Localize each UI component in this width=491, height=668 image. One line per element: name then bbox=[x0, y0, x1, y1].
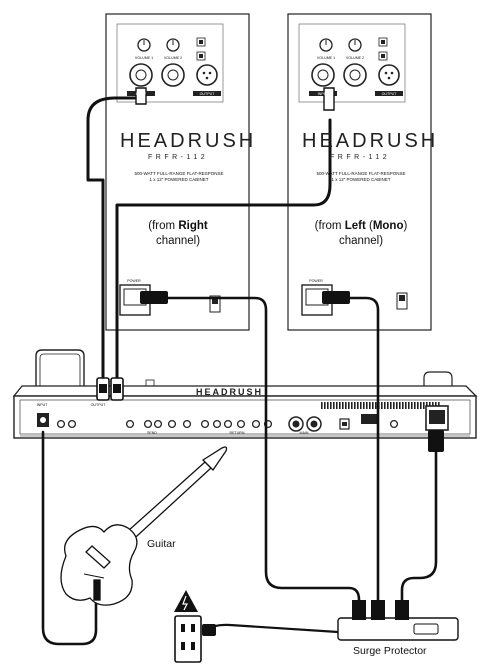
input-combo-jack-1-icon[interactable] bbox=[129, 63, 153, 87]
guitar-input-jack-icon[interactable] bbox=[37, 413, 49, 427]
cabinet-left-caption: (from Left (Mono) channel) bbox=[301, 219, 421, 249]
volume-2-knob-icon[interactable] bbox=[348, 38, 362, 52]
power-switch-icon[interactable] bbox=[209, 295, 221, 313]
pedalboard-brand: HEADRUSH bbox=[196, 387, 264, 397]
cabinet-left-spec2: 1 x 12" POWERED CABINET bbox=[331, 177, 391, 182]
vent-grille bbox=[321, 402, 441, 409]
switch-icon[interactable] bbox=[196, 37, 206, 61]
cabinet-left-mono-channel bbox=[287, 13, 432, 331]
volume-1-knob-icon[interactable] bbox=[319, 38, 333, 52]
output-label: OUTPUT bbox=[199, 92, 215, 96]
volume2-label: VOLUME 2 bbox=[163, 56, 183, 60]
power-label: POWER bbox=[309, 279, 323, 283]
electric-guitar-icon bbox=[60, 446, 228, 606]
high-voltage-icon bbox=[174, 590, 198, 612]
pedalboard-section-main: MAIN bbox=[299, 431, 309, 435]
headrush-pedalboard bbox=[12, 349, 478, 439]
cabinet-right-brand: HEADRUSH bbox=[120, 130, 257, 152]
guitar-label: Guitar bbox=[147, 538, 176, 550]
input-combo-jack-2-icon[interactable] bbox=[343, 63, 367, 87]
input-combo-jack-1-icon[interactable] bbox=[311, 63, 335, 87]
output-label: OUTPUT bbox=[381, 92, 397, 96]
input-label: INPUT bbox=[135, 92, 147, 96]
pedalboard-section-return: RETURN bbox=[229, 431, 245, 435]
volume-1-knob-icon[interactable] bbox=[137, 38, 151, 52]
cabinet-left-brand: HEADRUSH bbox=[302, 130, 439, 152]
cabinet-right-spec1: 500-WATT FULL-RANGE FLAT-RESPONSE bbox=[134, 171, 224, 176]
pedalboard-section-input: INPUT bbox=[36, 403, 48, 407]
power-label: POWER bbox=[127, 279, 141, 283]
output-xlr-jack-icon[interactable] bbox=[378, 64, 400, 86]
wall-outlet-icon bbox=[174, 615, 216, 663]
power-switch-icon[interactable] bbox=[396, 292, 408, 310]
switch-icon[interactable] bbox=[378, 37, 388, 61]
pedalboard-section-output: OUTPUT bbox=[90, 403, 106, 407]
card-slot-icon[interactable] bbox=[361, 414, 377, 424]
cabinet-right-model: FRFR-112 bbox=[148, 154, 209, 161]
cables bbox=[41, 96, 438, 646]
pedalboard-section-send: SEND bbox=[147, 431, 157, 435]
caption-emphasis-mono: Mono bbox=[372, 220, 404, 232]
power-plug-icons bbox=[140, 291, 444, 452]
caption-mid: ( bbox=[365, 220, 373, 232]
cabinet-right-spec2: 1 x 12" POWERED CABINET bbox=[149, 177, 209, 182]
cabinet-right-caption: (from Right channel) bbox=[118, 219, 238, 249]
usb-port-icon[interactable] bbox=[339, 418, 350, 430]
cabinet-right-channel bbox=[105, 13, 250, 331]
xlr-plug-icons bbox=[96, 87, 335, 401]
caption-suffix: channel) bbox=[155, 235, 201, 247]
caption-prefix: (from bbox=[148, 220, 179, 232]
output-xlr-jack-icon[interactable] bbox=[196, 64, 218, 86]
volume1-label: VOLUME 1 bbox=[134, 56, 154, 60]
surge-protector-label: Surge Protector bbox=[353, 645, 427, 657]
volume1-label: VOLUME 1 bbox=[316, 56, 336, 60]
cabinet-left-model: FRFR-112 bbox=[330, 154, 391, 161]
input-combo-jack-2-icon[interactable] bbox=[161, 63, 185, 87]
caption-prefix: (from bbox=[314, 220, 345, 232]
volume2-label: VOLUME 2 bbox=[345, 56, 365, 60]
cabinet-left-spec1: 500-WATT FULL-RANGE FLAT-RESPONSE bbox=[316, 171, 406, 176]
caption-emphasis: Right bbox=[178, 220, 208, 232]
surge-protector bbox=[337, 600, 459, 641]
caption-emphasis-left: Left bbox=[344, 220, 366, 232]
rear-jack-row bbox=[56, 419, 399, 429]
caption-suffix: channel) bbox=[338, 235, 384, 247]
input-label: INPUT bbox=[317, 92, 329, 96]
midi-port-icons[interactable] bbox=[288, 416, 322, 432]
volume-2-knob-icon[interactable] bbox=[166, 38, 180, 52]
unit-power-inlet-icon[interactable] bbox=[425, 405, 449, 431]
caption-close: ) bbox=[403, 220, 408, 232]
